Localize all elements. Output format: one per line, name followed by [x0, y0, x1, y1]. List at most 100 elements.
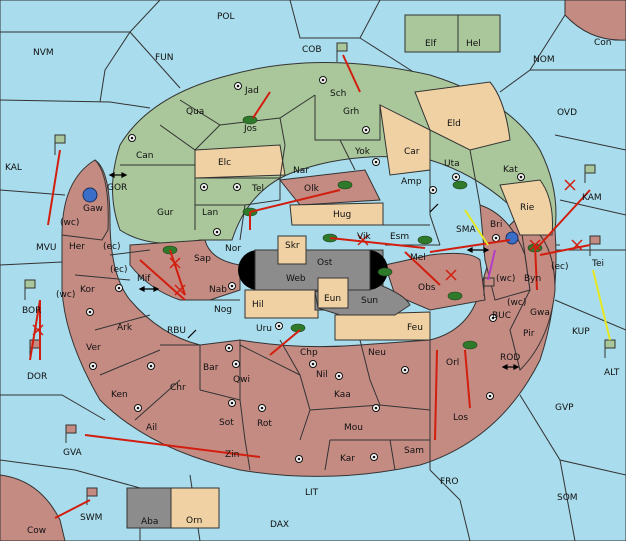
coast-tags: (wc) (ec) (ec) (wc) (wc) (ec) (wc) [56, 218, 569, 308]
flag-icon[interactable] [54, 134, 66, 155]
sea-label-con: Con [594, 38, 612, 48]
supply-center-uru [275, 322, 283, 330]
army-icon[interactable] [462, 340, 478, 350]
sea-label-swm: SWM [80, 513, 102, 523]
army-icon[interactable] [417, 235, 433, 245]
supply-center-kaa [335, 372, 343, 380]
supply-center-ver [86, 308, 94, 316]
label-qwi: Qwi [233, 375, 250, 385]
label-chr: Chr [170, 383, 186, 393]
label-ost: Ost [317, 258, 333, 268]
label-sot: Sot [219, 418, 234, 428]
supply-center-rot [258, 404, 266, 412]
sea-label-gva: GVA [63, 448, 83, 458]
supply-center-tel [233, 183, 241, 191]
label-pir: Pir [523, 329, 535, 339]
label-hel: Hel [466, 39, 481, 49]
sea-label-rod: ROD [500, 353, 520, 363]
label-kar: Kar [340, 454, 355, 464]
army-icon[interactable] [447, 291, 463, 301]
label-nil: Nil [316, 370, 328, 380]
sea-label-dax: DAX [270, 520, 289, 530]
label-grh: Grh [343, 107, 359, 117]
region-eun-top[interactable] [317, 277, 349, 309]
region-web-ost-inner[interactable] [254, 249, 371, 291]
region-skr-top[interactable] [277, 235, 307, 265]
sea-label-rbu: RBU [167, 326, 186, 336]
flag-icon[interactable] [65, 424, 77, 443]
supply-center-los [486, 392, 494, 400]
coast-tag-ec: (ec) [103, 242, 121, 252]
flag-icon[interactable] [336, 42, 348, 62]
label-los: Los [453, 413, 468, 423]
sea-label-nvm: NVM [33, 48, 54, 58]
supply-center-ark [89, 362, 97, 370]
label-sch: Sch [330, 89, 346, 99]
sea-label-gvp: GVP [555, 403, 574, 413]
label-kat: Kat [503, 165, 518, 175]
army-icon[interactable] [337, 180, 353, 190]
fleet-icon[interactable] [82, 187, 98, 203]
label-bri: Bri [490, 220, 502, 230]
coast-tag-ec: (ec) [551, 262, 569, 272]
coast-tag-wc: (wc) [496, 274, 515, 284]
label-zin: Zin [225, 450, 239, 460]
supply-center-amp [429, 186, 437, 194]
supply-center-uta [452, 173, 460, 181]
label-bar: Bar [203, 363, 219, 373]
label-gwa: Gwa [530, 308, 550, 318]
sea-label-mvu: MVU [36, 243, 57, 253]
label-nor: Nor [225, 244, 241, 254]
label-mou: Mou [344, 423, 363, 433]
region-elf-hel-island[interactable] [404, 14, 501, 53]
label-qua: Qua [186, 107, 204, 117]
label-feu: Feu [407, 323, 423, 333]
region-mif-nab[interactable] [129, 239, 241, 301]
label-nar: Nar [293, 166, 309, 176]
label-mel: Mel [410, 253, 426, 263]
sea-label-kup: KUP [572, 327, 590, 337]
label-nab: Nab [209, 285, 227, 295]
supply-center-yok [372, 158, 380, 166]
label-her: Her [69, 242, 85, 252]
coast-tag-ec: (ec) [110, 265, 128, 275]
label-skr: Skr [285, 241, 300, 251]
label-jad: Jad [244, 86, 259, 96]
supply-center-sam [370, 453, 378, 461]
supply-centers [86, 76, 525, 463]
supply-center-sch [319, 76, 327, 84]
label-ark: Ark [117, 323, 133, 333]
sea-label-gor: GOR [107, 183, 127, 193]
region-gwa-pir[interactable] [509, 219, 556, 371]
region-olk[interactable] [279, 169, 381, 206]
label-sun: Sun [361, 296, 378, 306]
label-can: Can [136, 151, 154, 161]
label-rie: Rie [520, 203, 535, 213]
label-gur: Gur [157, 208, 174, 218]
sea-label-bor: BOR [22, 306, 41, 316]
region-orn[interactable] [170, 487, 220, 529]
label-kor: Kor [80, 285, 95, 295]
flag-icon[interactable] [24, 279, 36, 300]
supply-center-ail [134, 404, 142, 412]
supply-center-sot [228, 399, 236, 407]
supply-center-bar [225, 344, 233, 352]
label-tel: Tel [251, 184, 264, 194]
supply-center-jad [234, 82, 242, 90]
region-aba[interactable] [126, 487, 172, 529]
fleet-icon[interactable] [505, 231, 519, 245]
label-sam: Sam [404, 446, 424, 456]
label-byn: Byn [524, 274, 541, 284]
label-jos: Jos [243, 124, 257, 134]
flag-icon[interactable] [584, 164, 596, 183]
army-icon[interactable] [452, 180, 468, 190]
army-icon[interactable] [242, 115, 258, 125]
coast-tag-wc: (wc) [56, 290, 75, 300]
region-rie[interactable] [499, 179, 553, 236]
region-cow[interactable] [0, 474, 66, 541]
region-eld[interactable] [414, 81, 511, 151]
sea-label-lit: LIT [305, 488, 319, 498]
region-elc[interactable] [194, 144, 286, 179]
army-icon[interactable] [377, 267, 393, 277]
sea-label-som: SOM [557, 493, 578, 503]
